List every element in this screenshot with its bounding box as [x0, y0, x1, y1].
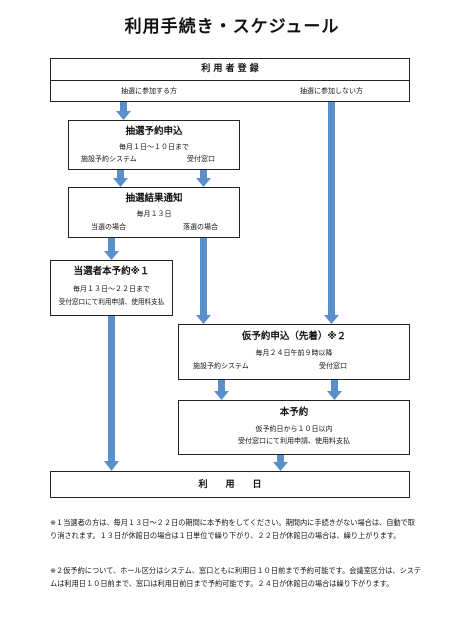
lottery-option-counter: 受付窓口 [187, 155, 215, 163]
arrow-system-to-result [113, 170, 128, 187]
final-booking-procedure: 受付窓口にて利用申請、使用料支払 [238, 437, 350, 445]
provisional-option-counter: 受付窓口 [319, 362, 347, 370]
branch-join-label: 抽選に参加する方 [121, 87, 177, 95]
lottery-result-heading: 抽選結果通知 [125, 193, 183, 204]
arrow-counter-to-result [196, 170, 211, 187]
page-title: 利用手続き・スケジュール [124, 17, 340, 37]
arrow-lost-to-provisional [196, 238, 211, 324]
final-booking-heading: 本予約 [279, 407, 309, 418]
provisional-option-system: 施設予約システム [193, 362, 249, 370]
note-2: ※２仮予約について、ホール区分はシステム、窓口ともに利用日１０日前まで予約可能で… [50, 566, 422, 588]
registration-divider [51, 80, 409, 81]
final-booking-deadline: 仮予約日から１０日以内 [255, 425, 333, 433]
provisional-booking-box: 仮予約申込（先着）※２ 毎月２４日午前９時以降 施設予約システム 受付窓口 [178, 324, 410, 380]
winner-booking-heading: 当選者本予約※１ [73, 266, 150, 277]
arrow-provisional-counter-to-final [327, 380, 342, 400]
final-booking-box: 本予約 仮予約日から１０日以内 受付窓口にて利用申請、使用料支払 [178, 400, 410, 455]
winner-booking-period: 毎月１３日～２２日まで [73, 285, 150, 293]
result-won-label: 当選の場合 [91, 223, 126, 231]
branch-skip-label: 抽選に参加しない方 [300, 87, 363, 95]
lottery-application-box: 抽選予約申込 毎月１日～１０日まで 施設予約システム 受付窓口 [68, 120, 240, 170]
result-lost-label: 落選の場合 [183, 223, 218, 231]
arrow-to-lottery-application [116, 102, 131, 120]
lottery-result-date: 毎月１３日 [136, 210, 172, 218]
winner-booking-procedure: 受付窓口にて利用申請、使用料支払 [58, 298, 165, 306]
lottery-result-box: 抽選結果通知 毎月１３日 当選の場合 落選の場合 [68, 187, 240, 238]
usage-day-box: 利 用 日 [50, 471, 410, 498]
registration-heading: 利 用 者 登 録 [201, 64, 259, 74]
winner-booking-box: 当選者本予約※１ 毎月１３日～２２日まで 受付窓口にて利用申請、使用料支払 [50, 260, 173, 316]
arrow-winner-to-usage-day [104, 316, 119, 471]
lottery-option-system: 施設予約システム [81, 155, 137, 163]
arrow-provisional-system-to-final [214, 380, 229, 400]
arrow-won-to-winner-booking [104, 238, 119, 260]
registration-box: 利 用 者 登 録 抽選に参加する方 抽選に参加しない方 [50, 58, 410, 102]
provisional-booking-heading: 仮予約申込（先着）※２ [241, 331, 347, 342]
lottery-application-heading: 抽選予約申込 [125, 126, 183, 137]
arrow-skip-to-provisional [324, 102, 339, 324]
note-1: ※１当選者の方は、毎月１３日～２２日の期間に本予約をしてください。期間内に手続き… [50, 518, 415, 540]
lottery-application-period: 毎月１日～１０日まで [119, 143, 189, 151]
usage-day-heading: 利 用 日 [198, 480, 262, 490]
provisional-booking-start: 毎月２４日午前９時以降 [255, 349, 333, 357]
arrow-final-to-usage-day [273, 455, 288, 471]
